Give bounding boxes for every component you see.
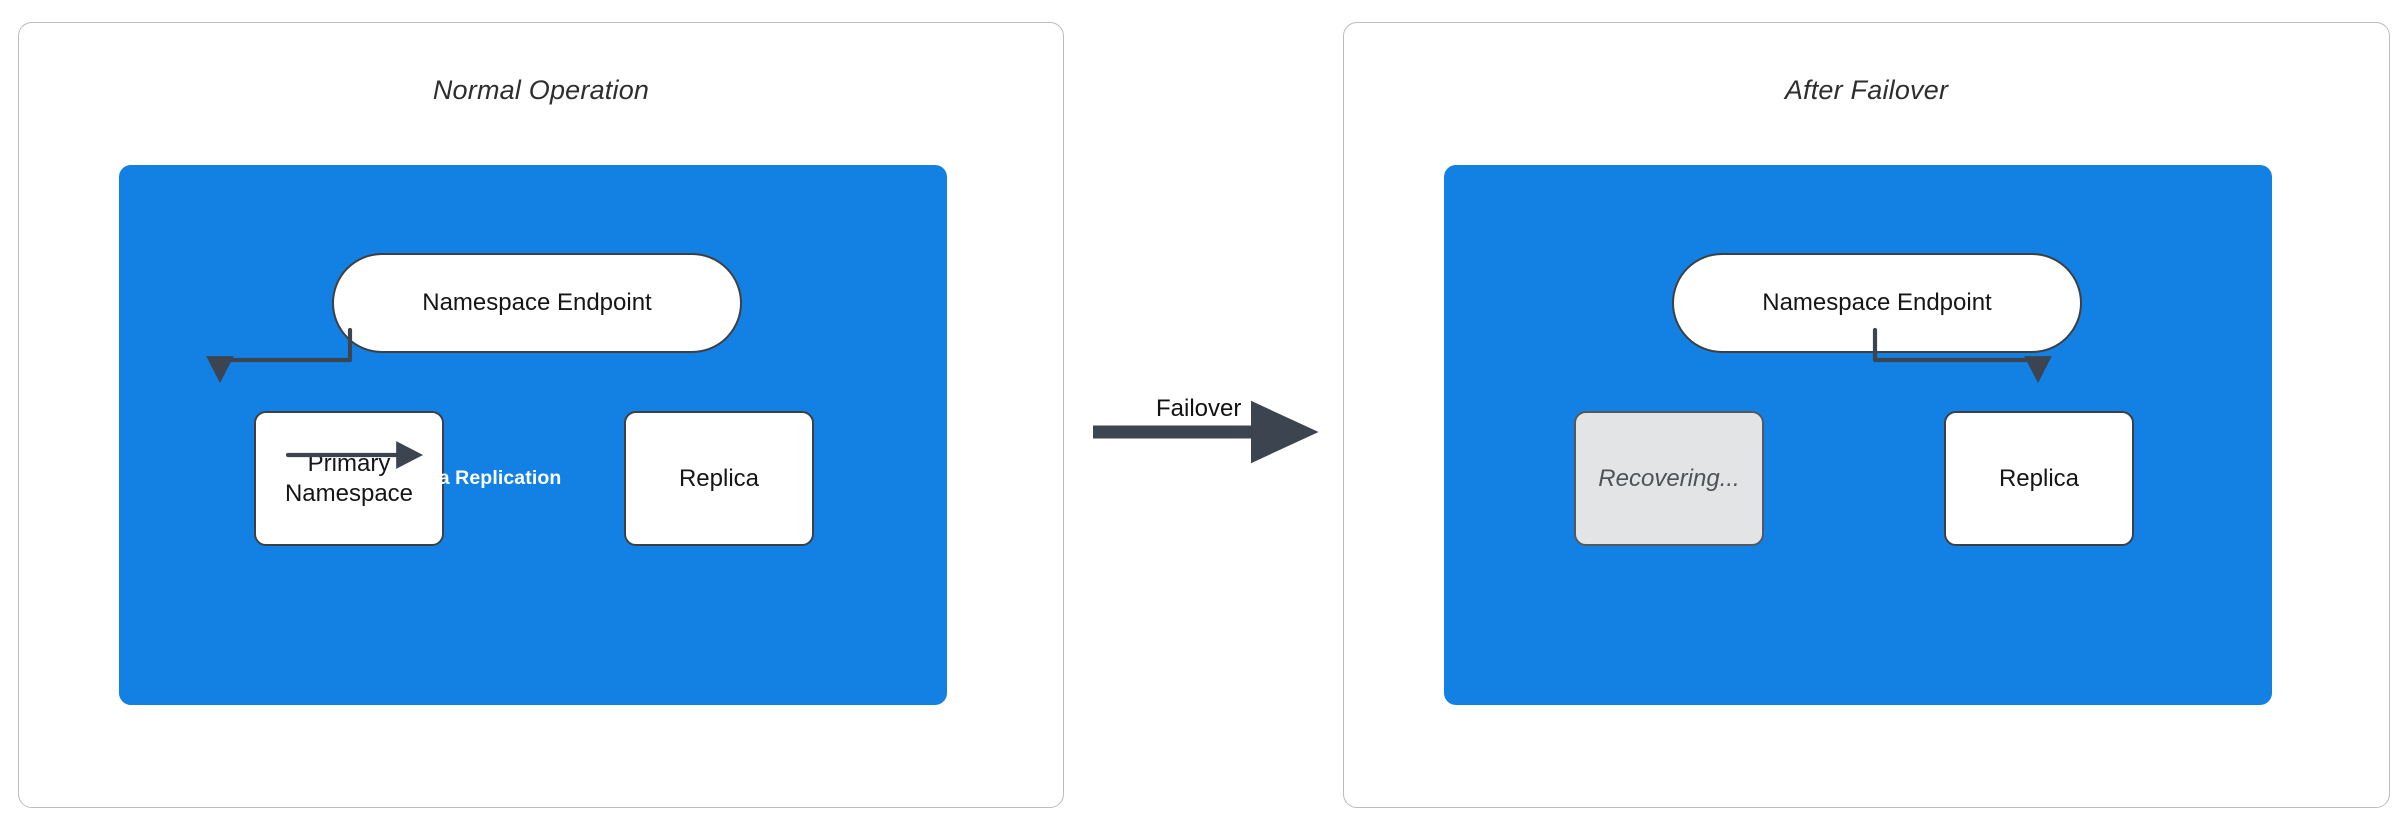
node-replica-failover[interactable]: Replica bbox=[1944, 411, 2134, 546]
node-label: Replica bbox=[678, 464, 760, 492]
node-replica-normal[interactable]: Replica bbox=[624, 411, 814, 546]
node-label: Recovering... bbox=[1598, 464, 1740, 492]
node-label: Namespace Endpoint bbox=[1762, 289, 1992, 317]
node-label: Replica bbox=[1998, 464, 2080, 492]
zone-normal-operation bbox=[119, 165, 947, 705]
node-namespace-endpoint-failover[interactable]: Namespace Endpoint bbox=[1672, 253, 2082, 353]
zone-after-failover bbox=[1444, 165, 2272, 705]
node-namespace-endpoint-normal[interactable]: Namespace Endpoint bbox=[332, 253, 742, 353]
node-recovering[interactable]: Recovering... bbox=[1574, 411, 1764, 546]
edge-label-data-replication: Data Replication bbox=[407, 467, 562, 489]
panel-normal-operation: Normal Operation Namespace Endpoint Prim… bbox=[18, 22, 1064, 808]
panel-title-after-failover: After Failover bbox=[1784, 75, 1949, 105]
transition-label-failover: Failover bbox=[1156, 395, 1242, 422]
panel-title-normal-operation: Normal Operation bbox=[432, 75, 650, 105]
node-label: Namespace Endpoint bbox=[422, 289, 652, 317]
panel-after-failover: After Failover Namespace Endpoint Recove… bbox=[1343, 22, 2390, 808]
